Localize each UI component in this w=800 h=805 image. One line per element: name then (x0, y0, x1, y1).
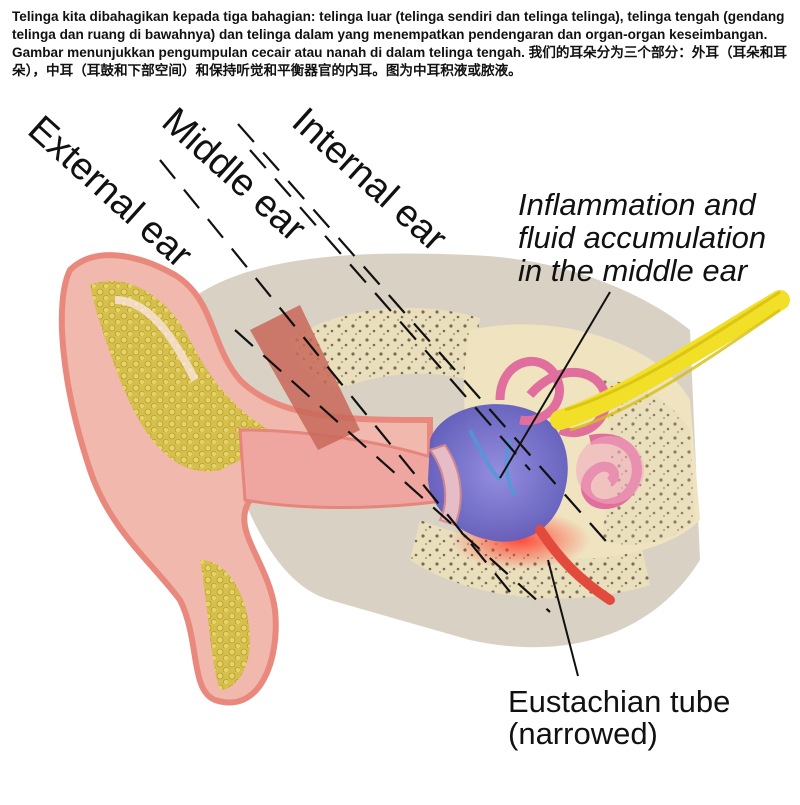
callout-inflammation: Inflammation and fluid accumulation in t… (518, 188, 766, 287)
inflammation-pointer (499, 291, 611, 479)
eustachian-pointer (547, 559, 579, 677)
auditory-nerve-fibers (564, 290, 781, 432)
auricle-cartilage-lobe (200, 560, 250, 690)
callout-inflammation-line-3: in the middle ear (518, 253, 748, 288)
auditory-nerve (550, 290, 790, 430)
inner-bone-porous (600, 380, 695, 545)
cochlea-body (576, 436, 644, 504)
bone-porous (290, 307, 480, 387)
callout-inflammation-line-1: Inflammation and (518, 187, 756, 222)
callout-eustachian-line-1: Eustachian tube (508, 684, 731, 719)
section-dividers-2 (234, 149, 551, 613)
eustachian-tube (535, 525, 615, 605)
muscle-band (250, 305, 360, 450)
auricle-highlight (114, 296, 199, 382)
caption-text: Telinga kita dibahagikan kepada tiga bah… (12, 9, 787, 78)
callout-eustachian: Eustachian tube (narrowed) (508, 686, 730, 750)
section-dividers (159, 123, 613, 599)
callout-inflammation-line-2: fluid accumulation (518, 220, 767, 255)
middle-ear-fluid (428, 404, 568, 542)
callout-eustachian-line-2: (narrowed) (508, 716, 658, 751)
